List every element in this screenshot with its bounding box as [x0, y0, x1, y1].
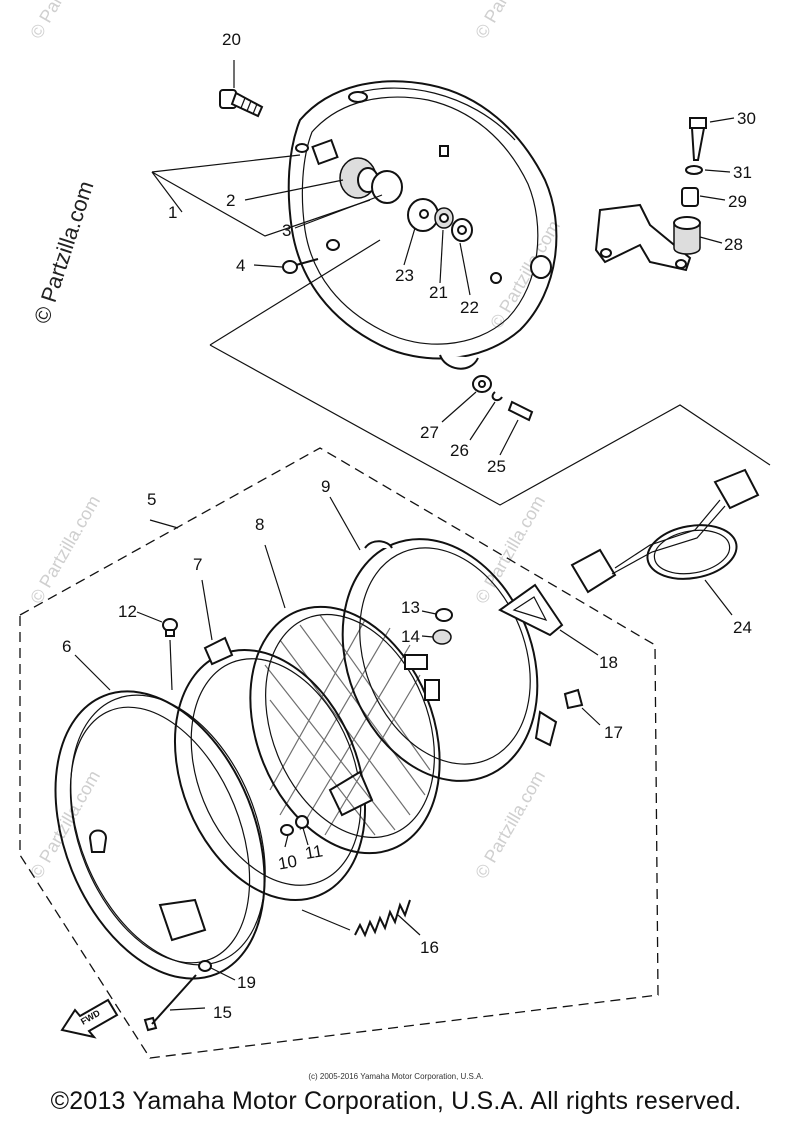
copyright-notice: ©2013 Yamaha Motor Corporation, U.S.A. A…: [50, 1087, 742, 1115]
label-25: 25: [487, 457, 506, 476]
screw-15-washer-19: [143, 960, 236, 1032]
label-1: 1: [168, 203, 177, 222]
watermark-low-right: © Partzilla.com: [471, 767, 549, 882]
ring-7: [173, 636, 374, 901]
socket-assembly: [339, 157, 473, 242]
rim-6: [54, 690, 266, 980]
label-31: 31: [733, 163, 752, 182]
label-7: 7: [193, 555, 202, 574]
label-16: 16: [420, 938, 439, 957]
label-19: 19: [237, 973, 256, 992]
label-21: 21: [429, 283, 448, 302]
headlight-unit-boundary: [19, 447, 659, 1059]
watermark-side-left: © Partzilla.com: [29, 178, 99, 327]
washer-group-25-27: [441, 375, 534, 456]
lens-8: [249, 605, 441, 855]
label-28: 28: [724, 235, 743, 254]
label-10: 10: [277, 852, 299, 874]
spring-16: [301, 899, 421, 938]
label-9: 9: [321, 477, 330, 496]
watermark-top-left: © Partzilla.com: [26, 0, 104, 42]
label-14: 14: [401, 627, 420, 646]
bracket-parts: [594, 117, 735, 272]
label-30: 30: [737, 109, 756, 128]
label-3: 3: [282, 221, 291, 240]
label-6: 6: [62, 637, 71, 656]
label-15: 15: [213, 1003, 232, 1022]
label-11: 11: [304, 841, 325, 863]
label-23: 23: [395, 266, 414, 285]
label-29: 29: [728, 192, 747, 211]
screw-4: [253, 258, 319, 274]
watermark-top-right: © Partzilla.com: [471, 0, 549, 42]
label-18: 18: [599, 653, 618, 672]
part-labels: 1 2 3 4 5 6 7 8 9 10 11 12 13 14 15 16 1…: [62, 30, 756, 1022]
grommet-18: [498, 583, 599, 656]
label-24: 24: [733, 618, 752, 637]
label-27: 27: [420, 423, 439, 442]
label-12: 12: [118, 602, 137, 621]
label-8: 8: [255, 515, 264, 534]
label-20: 20: [222, 30, 241, 49]
headlight-shell: [287, 80, 558, 370]
label-22: 22: [460, 298, 479, 317]
housing-9: [341, 538, 558, 782]
label-5: 5: [147, 490, 156, 509]
label-13: 13: [401, 598, 420, 617]
small-parts: [162, 608, 601, 836]
small-copyright: (c) 2005-2016 Yamaha Motor Corporation, …: [308, 1072, 484, 1081]
label-26: 26: [450, 441, 469, 460]
watermark-low-left: © Partzilla.com: [26, 767, 104, 882]
label-17: 17: [604, 723, 623, 742]
wire-harness-24: [570, 468, 760, 616]
label-2: 2: [226, 191, 235, 210]
leader-lines-upper: [151, 154, 771, 506]
fwd-arrow-icon: FWD: [60, 998, 119, 1039]
bolt-20: [219, 60, 264, 118]
leader-lines-lower: [74, 496, 361, 848]
label-4: 4: [236, 256, 245, 275]
